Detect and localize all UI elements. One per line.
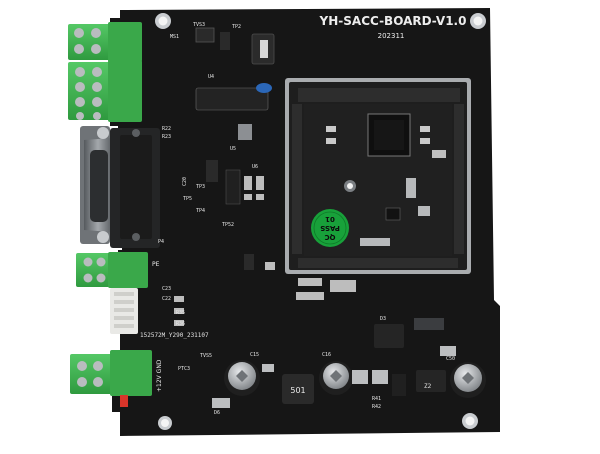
terminal-block-top [68, 22, 142, 122]
qc-pass-sticker: QC PASS 01 [311, 209, 349, 247]
qc-line-1: QC [324, 233, 335, 241]
label-r42: R42 [372, 404, 381, 410]
label-tp52: TP52 [222, 222, 234, 228]
terminal-block-power [70, 350, 152, 407]
power-section: 501 [212, 318, 486, 408]
board-title: YH-SACC-BOARD-V1.0 [319, 14, 467, 28]
label-c20: C20 [182, 177, 188, 186]
label-tvs3: TVS3 [193, 22, 205, 28]
core-module [285, 78, 471, 274]
label-z2: Z2 [424, 383, 432, 390]
label-r41: R41 [372, 396, 381, 402]
label-r23: R23 [162, 134, 171, 140]
label-d3: D3 [380, 316, 386, 322]
smd-left-area [174, 27, 356, 326]
label-c16: C16 [322, 352, 331, 358]
white-header [110, 288, 138, 334]
part-number: 152572M_Y290_231107 [140, 332, 209, 339]
label-u5: U5 [230, 146, 236, 152]
label-p4: P4 [158, 239, 164, 245]
label-c23: C23 [162, 286, 171, 292]
label-tp5: TP5 [183, 196, 192, 202]
label-d6: D6 [214, 410, 220, 416]
label-r35: R35 [176, 310, 185, 316]
board-date: 202311 [378, 32, 405, 40]
label-ptc3: PTC3 [178, 366, 190, 372]
terminal-block-middle [76, 252, 148, 288]
label-r36: R36 [176, 321, 185, 327]
power-label: +12V GND [156, 359, 163, 392]
qc-line-3: 01 [325, 215, 335, 223]
inductor-mark: 501 [290, 386, 305, 395]
label-tp2: TP2 [232, 24, 241, 30]
label-ms1: MS1 [170, 34, 179, 40]
label-tp4: TP4 [196, 208, 205, 214]
label-c15: C15 [250, 352, 259, 358]
label-r22: R22 [162, 126, 171, 132]
label-tvs5: TVS5 [200, 353, 212, 359]
label-c22: C22 [162, 296, 171, 302]
label-pe: PE [152, 261, 160, 268]
db9-connector [80, 126, 160, 248]
label-tp3: TP3 [196, 184, 205, 190]
mounting-holes [155, 13, 486, 430]
label-u4: U4 [208, 74, 214, 80]
label-u6: U6 [252, 164, 258, 170]
qc-line-2: PASS [320, 224, 340, 232]
label-c50: C50 [446, 356, 455, 362]
